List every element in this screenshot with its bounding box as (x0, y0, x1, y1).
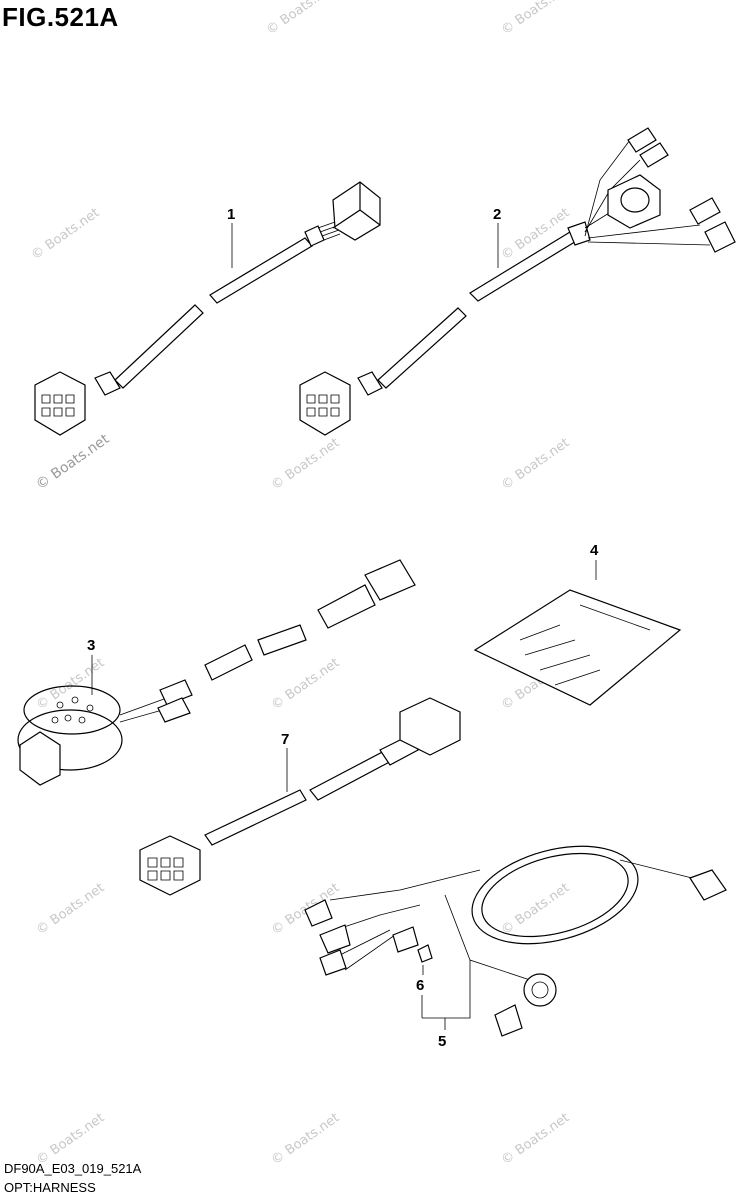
watermark: © Boats.net (499, 880, 573, 938)
watermark: © Boats.net (33, 431, 113, 493)
figure-code: DF90A_E03_019_521A (4, 1161, 142, 1176)
part-1-extension-harness (34, 181, 381, 436)
watermarks: © Boats.net © Boats.net © Boats.net © Bo… (29, 0, 573, 1168)
part-4-parts-bag (473, 560, 682, 706)
part-5-main-harness (304, 845, 727, 1037)
watermark: © Boats.net (269, 655, 343, 713)
watermark: © Boats.net (34, 880, 108, 938)
figure-name: OPT:HARNESS (4, 1180, 96, 1195)
part-2-branch-harness (299, 127, 736, 436)
watermark: © Boats.net (34, 1110, 108, 1168)
watermark: © Boats.net (269, 435, 343, 493)
watermark: © Boats.net (29, 205, 103, 263)
part-7-short-harness (139, 697, 461, 896)
watermark: © Boats.net (499, 1110, 573, 1168)
callout-4: 4 (590, 542, 599, 559)
watermark: © Boats.net (269, 1110, 343, 1168)
watermark: © Boats.net (499, 0, 573, 38)
watermark: © Boats.net (264, 0, 338, 38)
part-3-buzzer (17, 559, 416, 786)
callout-6: 6 (416, 977, 424, 994)
callout-3: 3 (87, 637, 95, 654)
watermark: © Boats.net (34, 655, 108, 713)
watermark: © Boats.net (499, 435, 573, 493)
callout-5: 5 (438, 1033, 446, 1050)
figure-title: FIG.521A (2, 2, 119, 32)
part-6-clip (417, 944, 433, 975)
callout-1: 1 (227, 206, 235, 223)
callout-7: 7 (281, 731, 289, 748)
callout-2: 2 (493, 206, 501, 223)
